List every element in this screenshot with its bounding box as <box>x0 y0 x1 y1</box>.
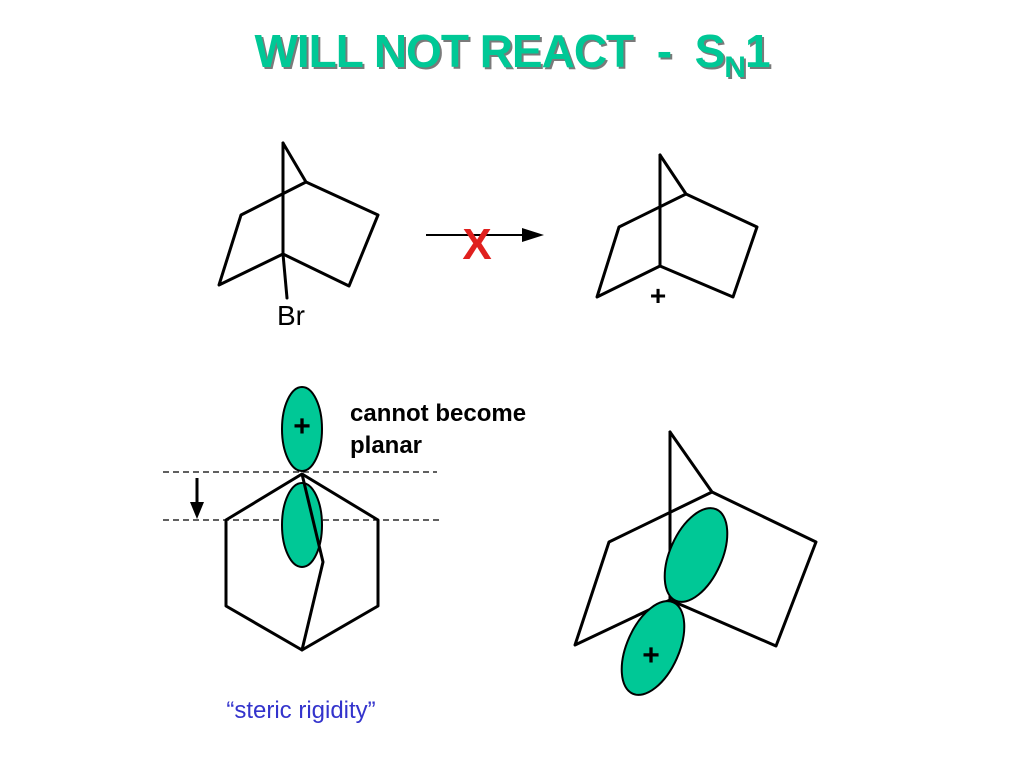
annotation-line-2: planar <box>350 432 422 459</box>
slide-title: WILL NOT REACT - SN1 <box>0 24 1024 85</box>
title-suffix: 1 <box>744 25 771 77</box>
reaction-arrow: X <box>426 220 544 269</box>
blocked-x-mark: X <box>462 220 491 269</box>
bicyclic-orbital-view: + <box>573 430 818 696</box>
bicyclic-ring-bonds <box>573 430 818 648</box>
reactant-bromonorbornane: Br <box>217 141 380 331</box>
displacement-arrow-head <box>190 502 204 519</box>
upper-orbital-lobe <box>281 386 323 472</box>
product-charge-label: + <box>650 280 666 311</box>
lower-orbital-lobe <box>281 482 323 568</box>
title-main: WILL NOT REACT - S <box>254 25 725 77</box>
annotation-line-1: cannot become <box>350 400 526 427</box>
bicyclic-upper-lobe <box>663 507 729 603</box>
reactant-c-br-bond <box>281 252 289 300</box>
orbital-charge-label: + <box>293 410 311 443</box>
bicyclic-lower-lobe <box>620 600 686 696</box>
product-ring-bonds <box>595 153 759 299</box>
reactant-ring-bonds <box>217 141 380 288</box>
orbital-view: + cannot become planar <box>163 386 526 652</box>
steric-rigidity-caption: “steric rigidity” <box>226 697 375 724</box>
title-subscript: N <box>724 51 746 84</box>
arrow-head <box>522 228 544 242</box>
bicyclic-charge-label: + <box>642 639 660 672</box>
product-norbornyl-cation: + <box>595 153 759 311</box>
bridging-bond <box>300 472 325 652</box>
leaving-group-label: Br <box>277 300 305 331</box>
